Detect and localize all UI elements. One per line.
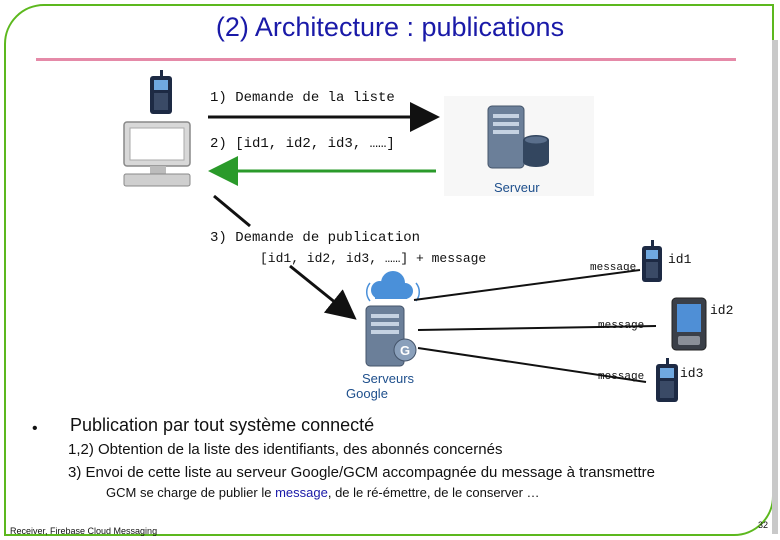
pda-id2-icon xyxy=(671,297,707,351)
server-label: Serveur xyxy=(494,180,540,195)
slide-footer: Receiver, Firebase Cloud Messaging xyxy=(10,526,158,536)
phone-id1-icon xyxy=(642,240,662,282)
google-server-icon: G xyxy=(365,305,417,367)
step-3-label: 3) Demande de publication xyxy=(210,230,421,246)
gcm-note: GCM se charge de publier le message, de … xyxy=(106,485,540,500)
message-label-id2: message xyxy=(598,320,645,332)
phone-id3-icon xyxy=(656,358,678,402)
frame-shadow xyxy=(772,40,778,534)
step-3-detail: [id1, id2, id3, ……] + message xyxy=(260,251,487,266)
svg-text:G: G xyxy=(400,343,410,358)
arrow-to-id1 xyxy=(413,269,641,301)
main-point: Publication par tout système connecté xyxy=(70,415,375,435)
device-id1-label: id1 xyxy=(668,252,692,267)
gcm-note-part1: GCM se charge de publier le xyxy=(106,485,276,500)
slide-title: (2) Architecture : publications xyxy=(215,12,565,42)
arrow-to-id3 xyxy=(417,347,647,383)
gcm-note-part2: , de le ré-émettre, de le conserver … xyxy=(327,485,540,500)
cloud-icon xyxy=(366,271,420,302)
client-phone-icon xyxy=(150,70,172,114)
bullet-marker: • xyxy=(32,420,38,437)
arrow-publish-request xyxy=(289,264,357,320)
sub-point-2: 3) Envoi de cette liste au serveur Googl… xyxy=(68,464,655,481)
message-label-id3: message xyxy=(598,371,645,383)
step-1-label: 1) Demande de la liste xyxy=(210,90,395,106)
sub-point-1: 1,2) Obtention de la liste des identifia… xyxy=(68,441,503,458)
message-label-id1: message xyxy=(590,262,637,274)
desktop-computer-icon xyxy=(123,121,191,187)
application-server-icon xyxy=(444,96,594,196)
page-number: 32 xyxy=(758,520,769,530)
device-id3-label: id3 xyxy=(680,366,704,381)
gcm-note-highlight: message xyxy=(275,485,328,500)
arrow-publish-request-top xyxy=(213,194,251,228)
device-id2-label: id2 xyxy=(710,303,734,318)
google-server-label-2: Google xyxy=(346,386,388,401)
title-rule xyxy=(36,58,736,61)
step-2-label: 2) [id1, id2, id3, ……] xyxy=(210,136,395,152)
google-server-label-1: Serveurs xyxy=(362,371,415,386)
arrow-to-id2 xyxy=(417,325,657,331)
